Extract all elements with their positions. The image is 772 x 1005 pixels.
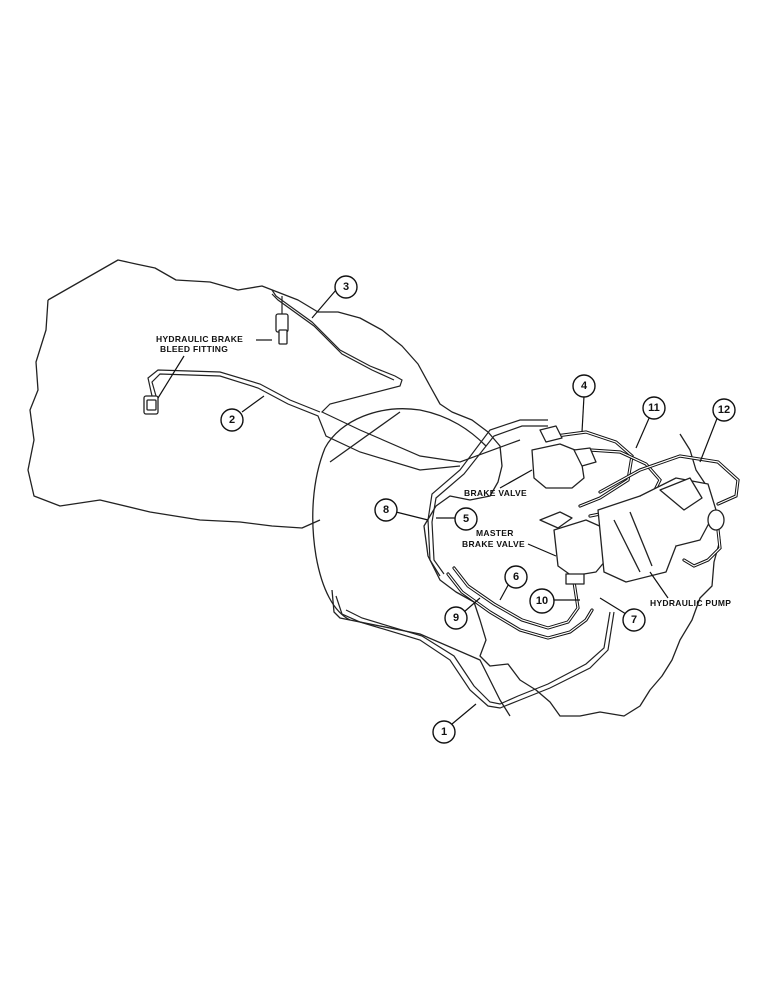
leader-7 [599,597,627,615]
tube-2 [147,369,321,413]
callout-6: 6 [504,565,528,589]
leader-3 [311,289,337,319]
leader-12 [699,415,719,463]
tube-8 [431,425,548,575]
label-master-2: BRAKE VALVE [462,539,525,549]
hose-pump-outlet-inner [683,529,721,567]
callout-7: 7 [622,608,646,632]
brake-valve [531,425,597,489]
callout-4: 4 [572,374,596,398]
svg-text:2: 2 [229,414,235,426]
leader-bleed-fitting-lower [157,355,185,399]
svg-text:4: 4 [581,380,588,392]
svg-text:10: 10 [536,595,548,607]
callout-5: 5 [454,507,478,531]
label-bleed-fitting-2: BLEED FITTING [160,344,228,354]
transmission-housing-outline [47,259,721,717]
tube-3 [271,289,521,463]
leader-hydraulic-pump [649,571,669,599]
svg-text:12: 12 [718,404,730,416]
hose-9-inner [447,573,593,639]
tube-1 [335,595,615,709]
bleed-fitting-upper [275,296,289,345]
label-bleed-fitting-1: HYDRAULIC BRAKE [156,334,243,344]
label-master-1: MASTER [476,528,514,538]
housing-bottom-line [331,589,511,717]
leader-9 [463,597,481,613]
leader-2 [241,395,265,413]
leader-11 [635,415,651,449]
svg-text:7: 7 [631,614,637,626]
leader-8 [395,511,429,521]
svg-text:3: 3 [343,281,349,293]
tube-1-b [345,609,611,705]
housing-side-line [329,411,401,463]
callout-11: 11 [642,396,666,420]
callout-8: 8 [374,498,398,522]
hose-12-inner [599,455,739,505]
tube-2-b [151,373,461,471]
svg-text:5: 5 [463,513,469,525]
svg-text:9: 9 [453,612,459,624]
transmission-lower-outline [27,299,321,529]
master-brake-valve [539,511,607,585]
callout-2: 2 [220,408,244,432]
bleed-fitting-lower [143,395,159,415]
bell-housing-left [312,447,351,621]
callout-1: 1 [432,720,456,744]
leader-1 [451,703,477,725]
leader-4 [581,395,585,433]
tube-3-b [271,293,395,381]
label-brake-valve: BRAKE VALVE [464,488,527,498]
callout-9: 9 [444,606,468,630]
callout-12: 12 [712,398,736,422]
svg-text:6: 6 [513,571,519,583]
callout-10: 10 [529,588,555,614]
tube-5 [427,419,548,577]
label-hydraulic-pump: HYDRAULIC PUMP [650,598,731,608]
callout-3: 3 [334,275,358,299]
svg-text:11: 11 [648,402,660,414]
svg-text:1: 1 [441,726,447,738]
hydraulic-pump [597,477,725,583]
leader-brake-valve [499,469,533,489]
hose-6-inner [453,567,579,629]
svg-text:8: 8 [383,504,389,516]
bell-housing [324,408,487,449]
leader-master-valve [527,543,557,557]
